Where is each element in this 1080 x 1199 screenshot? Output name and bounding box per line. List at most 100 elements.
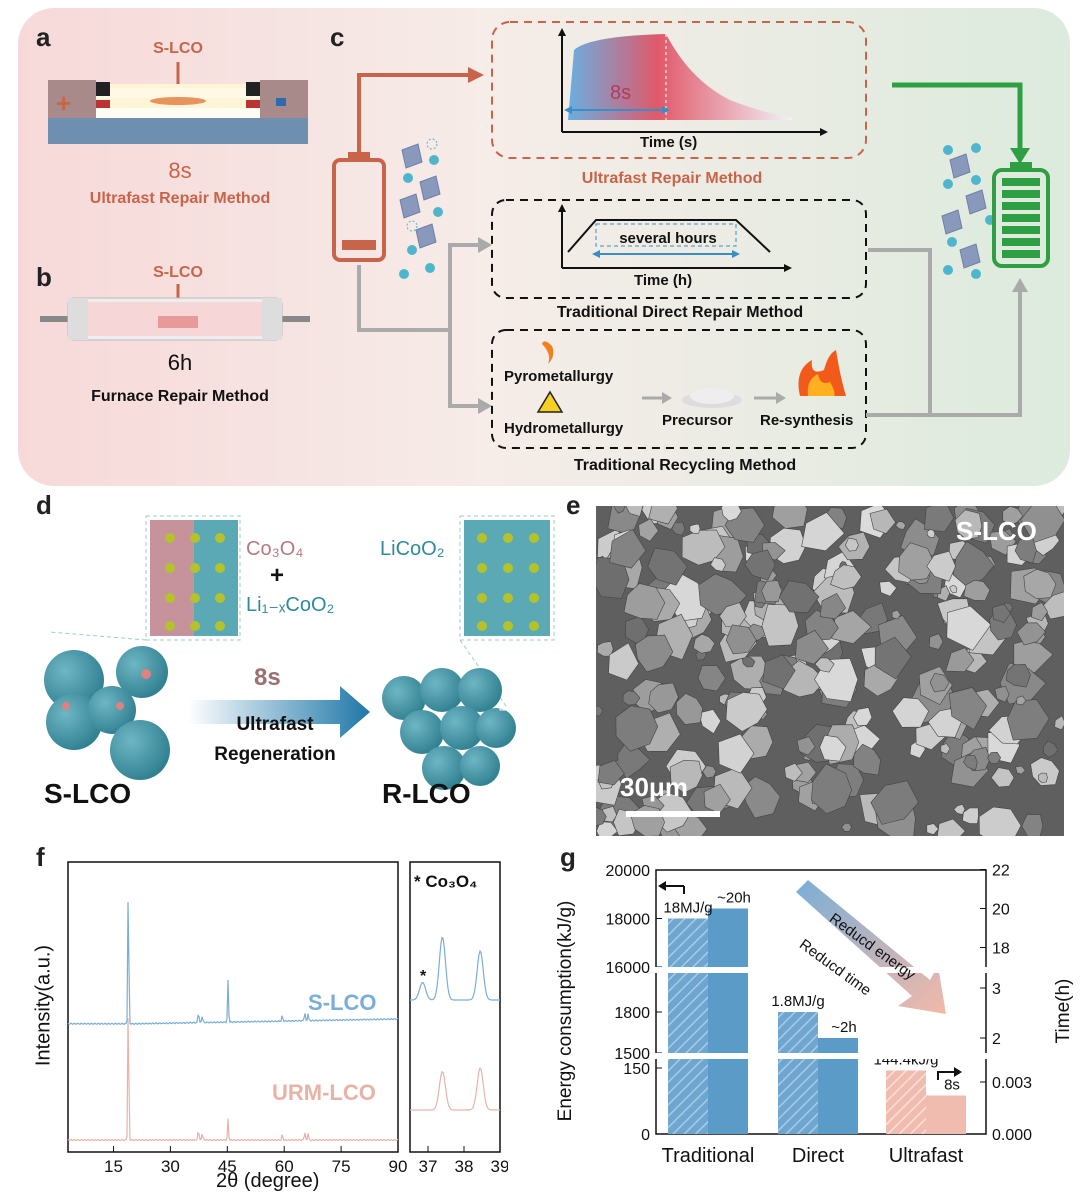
sem-particle [741,656,756,668]
time-bar-ultrafast [926,1095,966,1134]
xrd-x-tick-label: 15 [104,1157,123,1176]
panel-a-time: 8s [168,158,192,183]
sem-particle [702,765,717,779]
sem-particle [869,508,896,534]
energy-tick-label: 18000 [606,912,651,929]
xrd-x-tick-label: 30 [161,1157,180,1176]
sem-particle [963,754,978,771]
sem-label: S-LCO [956,516,1037,546]
xrd-series-s-lco: S-LCO [308,990,377,1015]
sem-particle [725,692,768,732]
sem-particle [596,821,619,836]
ultrafast-time-axis-label: Time (s) [640,134,698,151]
sem-particle [623,583,666,620]
sem-particle [926,529,936,538]
sem-particle [648,682,679,714]
sem-particle [718,733,755,774]
sem-particle [648,506,678,525]
xrd-inset-x-tick-label: 37 [419,1157,438,1176]
panel-b-method: Furnace Repair Method [91,388,269,405]
sem-particle [609,528,647,569]
panel-label-e: e [566,490,581,520]
sem-particle [1021,814,1044,836]
energy-bar-chart: 18MJ/g~20hTraditional1.8MJ/g~2hDirect144… [606,863,1033,1168]
sem-particle [879,580,898,597]
resynthesis-label: Re-synthesis [760,412,854,429]
sem-particle [697,665,726,692]
sem-particle [1042,740,1059,758]
sem-particle [978,806,1022,836]
sem-particle [796,736,816,756]
xrd-x-tick-label: 90 [389,1157,408,1176]
xrd-series-urm-lco: URM-LCO [272,1080,376,1105]
energy-value-label: 18MJ/g [663,900,712,917]
panel-label-f: f [36,842,45,872]
sem-particle [819,734,847,762]
sem-particle [940,743,951,755]
hydrometallurgy-label: Hydrometallurgy [504,420,624,437]
process-label-line2: Regeneration [214,744,336,765]
licoo2-label: LiCoO₂ [380,538,445,560]
sem-particle [926,823,939,835]
sem-particle [895,521,907,530]
sem-particle [681,529,726,566]
xrd-inset-x-tick-label: 39 [491,1157,508,1176]
li1-xcoo2-label: Li₁₋ₓCoO₂ [246,594,335,616]
sem-particle [784,762,803,782]
time-tick-label: 0.003 [992,1075,1032,1092]
panel-label-g: g [560,842,576,872]
sem-particle [693,633,716,654]
sem-scale-bar-label: 30μm [620,772,688,802]
time-tick-label: 2 [992,1031,1001,1048]
panel-d-time: 8s [254,664,281,691]
sem-particle [710,557,726,572]
xrd-line-urm-lco [67,1018,399,1142]
sem-particle [1054,715,1064,731]
sem-particle [963,579,991,601]
sem-particle [676,693,703,725]
time-tick-label: 0.000 [992,1127,1032,1144]
sem-particle [853,707,873,727]
time-bar-traditional [708,908,748,1134]
sem-particle [689,523,701,534]
panel-a-method: Ultrafast Repair Method [89,190,271,207]
sem-particle [929,672,950,693]
panel-label-a: a [36,22,51,52]
sem-particle [1020,506,1064,543]
sem-particle [744,549,776,581]
panel-label-d: d [36,490,52,520]
sem-particle [614,506,626,514]
sem-particle [992,603,1011,623]
sem-particle [635,634,674,673]
sem-particle [647,547,688,586]
sem-particle [814,657,835,673]
sem-particle [703,783,731,815]
xrd-line-s-lco [67,901,399,1026]
sem-particle [1023,568,1057,600]
ultrafast-device-illustration: + [48,62,308,144]
precursor-label: Precursor [662,412,733,429]
r-lco-label: R-LCO [382,778,471,809]
panel-d-regeneration-illustration [44,515,555,790]
time-tick-label: 22 [992,863,1010,880]
ultrafast-method-caption: Ultrafast Repair Method [581,170,763,187]
panel-a-target-label: S-LCO [153,40,203,57]
sem-particle [622,690,641,706]
sem-particle [801,512,845,552]
category-label: Ultrafast [889,1145,964,1167]
sem-particle [1016,695,1027,706]
time-value-label: ~20h [717,890,751,907]
sem-particle [771,506,808,529]
pyrometallurgy-label: Pyrometallurgy [504,368,614,385]
sem-particle [1037,772,1048,783]
xrd-inset-legend: * Co₃O₄ [414,872,478,891]
ultrafast-duration-label: 8s [610,82,632,104]
panel-b-target-label: S-LCO [153,264,203,281]
sem-particle [987,751,1002,764]
time-bar-direct [818,1038,858,1134]
sem-particle [948,687,987,731]
sem-particle [853,743,881,776]
recycling-method-caption: Traditional Recycling Method [573,457,797,474]
sem-particle [762,654,796,690]
